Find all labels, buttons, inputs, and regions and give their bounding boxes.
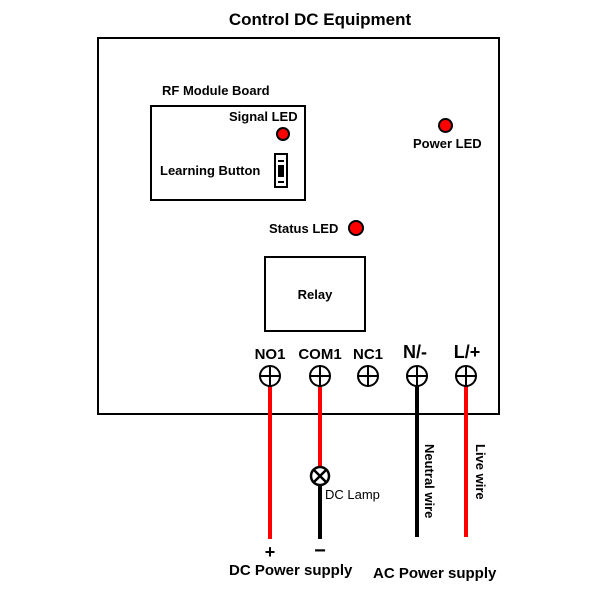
terminal-label-no1: NO1 [254,346,286,363]
diagram-title: Control DC Equipment [228,10,412,29]
dc-positive-sign: + [264,542,276,562]
signal-led [276,127,290,141]
live-wire-label: Live wire [473,444,488,500]
rf-module-board [150,105,306,201]
terminal-label-com1: COM1 [298,346,342,363]
terminal-screw-nc1 [357,365,379,387]
status-led [348,220,364,236]
terminal-screw-no1 [259,365,281,387]
lamp-label: DC Lamp [325,487,380,502]
power-led [438,118,453,133]
rf-module-label: RF Module Board [162,83,270,98]
terminal-label-l: L/+ [453,342,481,362]
status-led-label: Status LED [269,221,339,236]
terminal-screw-l [455,365,477,387]
learning-button[interactable] [274,153,288,188]
neutral-wire-label: Neutral wire [422,444,437,519]
relay-box [264,256,366,332]
learning-button-label: Learning Button [160,163,261,178]
signal-led-label: Signal LED [229,109,298,124]
power-led-label: Power LED [413,136,482,151]
button-bar-top [278,160,284,162]
button-knob [278,165,284,177]
terminal-screw-com1 [309,365,331,387]
relay-label: Relay [297,287,333,302]
terminal-label-nc1: NC1 [352,346,383,363]
ac-supply-label: AC Power supply [373,565,497,582]
dc-supply-label: DC Power supply [229,562,353,579]
terminal-screw-n [406,365,428,387]
terminal-label-n: N/- [403,342,427,362]
button-bar-bottom [278,181,284,183]
equipment-enclosure [97,37,500,415]
dc-negative-sign: − [314,540,326,562]
lamp-icon [309,465,331,487]
